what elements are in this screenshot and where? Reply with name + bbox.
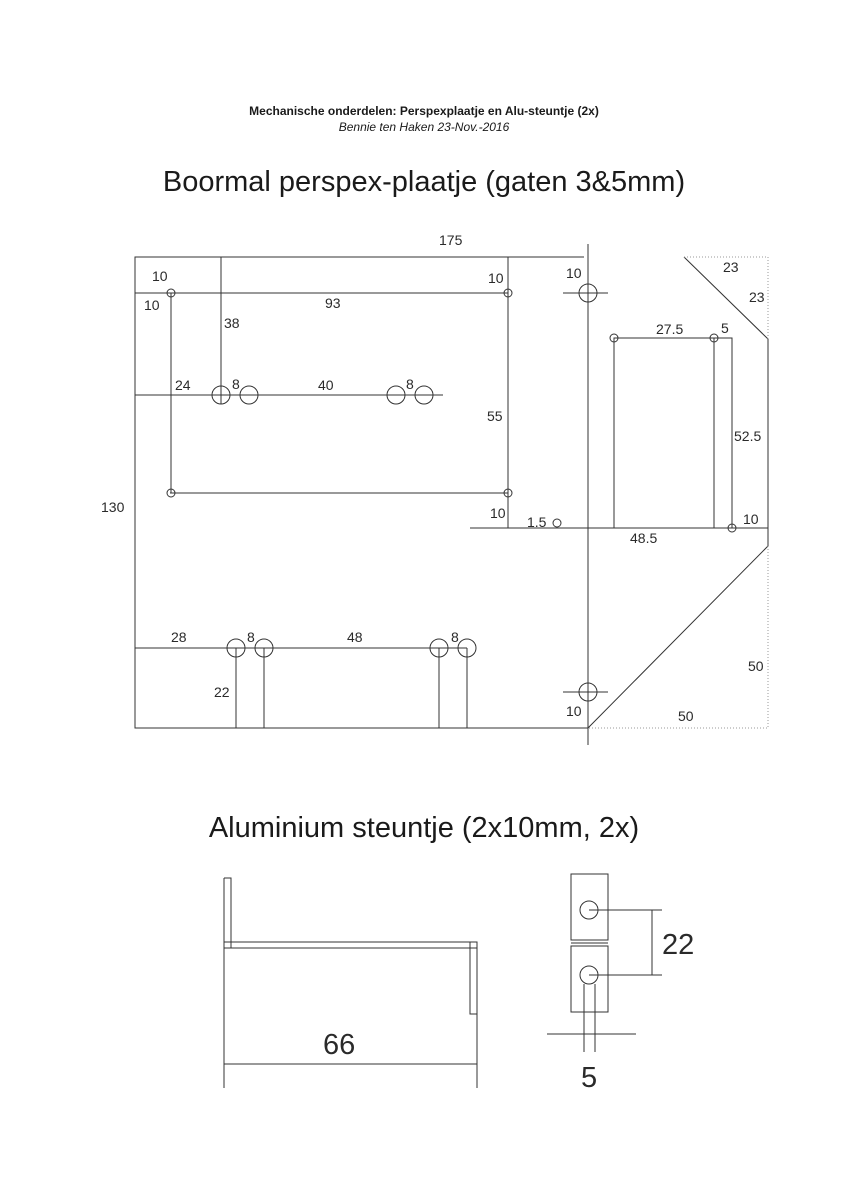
dim-inner-h: 52.5 — [734, 428, 761, 444]
document-title: Mechanische onderdelen: Perspexplaatje e… — [249, 104, 599, 118]
dim-bl-hole-offset: 10 — [490, 505, 506, 521]
dim-height: 130 — [101, 499, 125, 515]
document-author-date: Bennie ten Haken 23-Nov.-2016 — [338, 120, 510, 134]
dim-row2-left: 28 — [171, 629, 187, 645]
dim-row2-mid: 48 — [347, 629, 363, 645]
hole-tl — [166, 288, 176, 298]
dim-inner-right: 10 — [743, 511, 759, 527]
dim-tl-hole-x: 10 — [152, 268, 168, 284]
hole-row2-d — [457, 638, 477, 658]
hole-inner-tl — [609, 333, 619, 343]
dim-row2-height: 22 — [214, 684, 230, 700]
hole-bl — [166, 488, 176, 498]
dim-inner-hole: 5 — [721, 320, 729, 336]
hole-big-bottom — [578, 682, 598, 702]
dim-tr-hole-offset: 10 — [488, 270, 504, 286]
bracket-length-label: 66 — [323, 1029, 355, 1061]
dim-width: 175 — [439, 232, 463, 248]
dim-row1-left: 24 — [175, 377, 191, 393]
hole-row1-d — [414, 385, 434, 405]
dim-rect-height: 55 — [487, 408, 503, 424]
dim-row1-mid: 40 — [318, 377, 334, 393]
bracket-heading: Aluminium steuntje (2x10mm, 2x) — [208, 812, 640, 844]
hole-row2-c — [429, 638, 449, 658]
drilling-template-heading: Boormal perspex-plaatje (gaten 3&5mm) — [162, 166, 686, 198]
bracket-base — [224, 941, 478, 949]
dim-row1-gap2: 8 — [406, 376, 414, 392]
hole-big-top — [578, 283, 598, 303]
hole-row2-b — [254, 638, 274, 658]
dim-small-hole: 1.5 — [527, 514, 547, 530]
dim-row2-gap2: 8 — [451, 629, 459, 645]
dim-rect-width: 93 — [325, 295, 341, 311]
dim-row1-gap1: 8 — [232, 376, 240, 392]
hole-row1-c — [386, 385, 406, 405]
hole-tr — [503, 288, 513, 298]
hole-inner-tr — [709, 333, 719, 343]
bracket-side-outline — [223, 877, 232, 949]
plate-bounding-dotted — [684, 256, 769, 339]
hole-row1-b — [239, 385, 259, 405]
dim-big-hole-top: 10 — [566, 265, 582, 281]
bracket-width-label: 5 — [581, 1062, 597, 1094]
dim-row2-gap1: 8 — [247, 629, 255, 645]
hole-inner-small — [552, 518, 562, 528]
dim-corner-tr-x: 23 — [723, 259, 739, 275]
document-header: Mechanische onderdelen: Perspexplaatje e… — [0, 103, 848, 135]
hole-row2-a — [226, 638, 246, 658]
dim-tl-hole-y: 10 — [144, 297, 160, 313]
dim-inner-base: 48.5 — [630, 530, 657, 546]
dim-corner-tr-y: 23 — [749, 289, 765, 305]
dim-slot-offset: 38 — [224, 315, 240, 331]
hole-br — [503, 488, 513, 498]
bracket-front-bottom — [570, 945, 609, 1013]
bracket-foot — [469, 942, 478, 1015]
dim-big-hole-bottom: 10 — [566, 703, 582, 719]
bracket-front-top — [570, 873, 609, 941]
bracket-spacing-label: 22 — [662, 929, 694, 961]
hole-row1-a — [211, 385, 231, 405]
dim-inner-w: 27.5 — [656, 321, 683, 337]
plate-bounding-dotted-bottom — [588, 546, 769, 729]
hole-inner-br — [727, 523, 737, 533]
inner-rect — [613, 337, 733, 528]
dim-corner-br-x: 50 — [678, 708, 694, 724]
dim-corner-br-y: 50 — [748, 658, 764, 674]
